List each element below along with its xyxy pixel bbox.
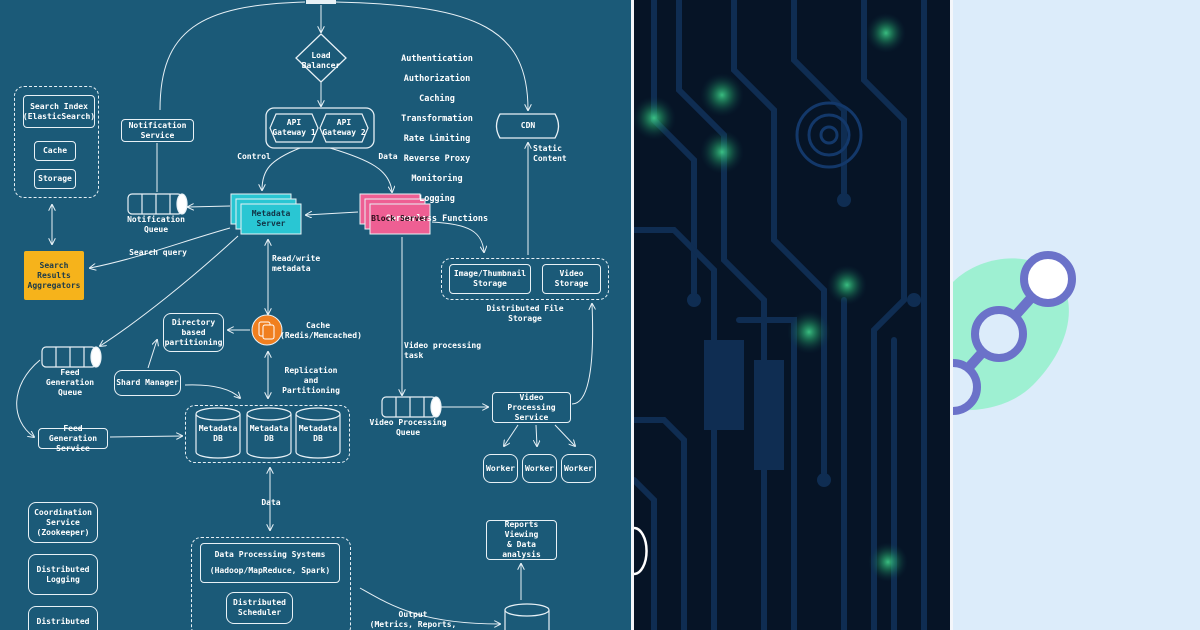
- storage-box[interactable]: Storage: [34, 169, 76, 189]
- worker-label: Worker: [486, 463, 515, 473]
- graph-nodes-icon: [953, 251, 1076, 415]
- image-storage-label: Image/Thumbnail Storage: [453, 269, 527, 288]
- search-aggregators-label: Search Results Aggregators: [27, 260, 81, 290]
- search-index-box[interactable]: Search Index (ElasticSearch): [23, 95, 95, 128]
- data-processing-systems-label: Data Processing Systems: [214, 550, 326, 559]
- control-label: Control: [237, 152, 271, 161]
- cache-redis-label: Cache (Redis/Memcached): [280, 321, 362, 340]
- reports-viewing-label: Reports Viewing & Data analysis: [502, 520, 541, 559]
- block-server-label: Block Server: [371, 214, 429, 223]
- metadata-server-label: Metadata Server: [251, 209, 291, 228]
- data-processing-systems-box[interactable]: Data Processing Systems (Hadoop/MapReduc…: [200, 543, 340, 583]
- video-storage-box[interactable]: Video Storage: [542, 264, 601, 294]
- distributed-file-storage-label: Distributed File Storage: [486, 304, 564, 323]
- video-processing-service-label: Video Processing Service: [507, 392, 556, 422]
- api-gateway-1-label: API Gateway 1: [272, 118, 316, 137]
- feature-item: Authorization: [403, 74, 471, 84]
- distributed-label: Distributed: [36, 617, 90, 626]
- notification-queue-shape: [127, 193, 188, 215]
- metadata-db-cylinders: [195, 407, 550, 630]
- search-cluster-container: [14, 86, 99, 198]
- directory-partitioning-label: Directory based partitioning: [164, 317, 223, 347]
- video-processing-queue-label: Video Processing Queue: [369, 418, 447, 437]
- shard-manager-label: Shard Manager: [116, 378, 179, 387]
- worker-label: Worker: [564, 463, 593, 473]
- replication-label: Replication and Partitioning: [282, 366, 340, 395]
- feed-generation-queue-label: Feed Generation Queue: [45, 368, 95, 397]
- search-query-label: Search query: [129, 248, 187, 257]
- search-index-label: Search Index (ElasticSearch): [22, 101, 96, 121]
- metadata-db-container: [185, 405, 350, 463]
- video-processing-queue-shape: [381, 396, 442, 418]
- static-content-label: Static Content: [533, 144, 567, 163]
- data-mid-label: Data: [261, 498, 281, 507]
- distributed-logging-label: Distributed Logging: [36, 564, 90, 584]
- block-server-stack: [359, 193, 431, 235]
- feed-generation-queue-shape: [41, 346, 102, 368]
- shard-manager-box[interactable]: Shard Manager: [114, 370, 181, 396]
- distributed-logging-box[interactable]: Distributed Logging: [28, 554, 98, 595]
- cache-box[interactable]: Cache: [34, 141, 76, 161]
- cdn-label: CDN: [520, 121, 536, 130]
- search-aggregators-box[interactable]: Search Results Aggregators: [24, 251, 84, 300]
- feature-item: Logging: [419, 194, 455, 204]
- video-processing-service-box[interactable]: Video Processing Service: [492, 392, 571, 423]
- image-storage-box[interactable]: Image/Thumbnail Storage: [449, 264, 531, 294]
- feed-generation-service-box[interactable]: Feed Generation Service: [38, 424, 108, 453]
- feature-item: Transformation: [401, 114, 473, 124]
- feature-item: Reverse Proxy: [403, 154, 471, 164]
- panel-divider: [950, 0, 953, 630]
- distributed-scheduler-box[interactable]: Distributed Scheduler: [226, 592, 293, 624]
- feature-item: Authentication: [401, 54, 473, 64]
- directory-partitioning-box[interactable]: Directory based partitioning: [163, 313, 224, 352]
- data-top-label: Data: [378, 152, 398, 161]
- circuit-traces: [634, 0, 950, 630]
- system-design-diagram: Notification Service Search Index (Elast…: [0, 0, 632, 630]
- feature-item: Monitoring: [411, 174, 463, 184]
- notification-service-label: Notification Service: [128, 120, 187, 140]
- feed-generation-service-label: Feed Generation Service: [48, 423, 98, 453]
- notification-queue-label: Notification Queue: [127, 215, 185, 234]
- metadata-db-label: Metadata DB: [249, 424, 289, 443]
- data-processing-container: [191, 537, 351, 630]
- worker-2-box[interactable]: Worker: [522, 454, 557, 483]
- metadata-db-label: Metadata DB: [298, 424, 338, 443]
- load-balancer-shape: [295, 33, 347, 83]
- connector-lines: [16, 0, 632, 630]
- gateway-features-list: Authentication Authorization Caching Tra…: [380, 44, 494, 234]
- worker-1-box[interactable]: Worker: [483, 454, 518, 483]
- cache-label: Cache: [42, 146, 68, 155]
- notification-service-box[interactable]: Notification Service: [121, 119, 194, 142]
- worker-3-box[interactable]: Worker: [561, 454, 596, 483]
- storage-label: Storage: [38, 174, 72, 183]
- worker-label: Worker: [525, 463, 554, 473]
- api-gateway-2-label: API Gateway 2: [322, 118, 366, 137]
- video-storage-label: Video Storage: [554, 269, 589, 288]
- coordination-service-box[interactable]: Coordination Service (Zookeeper): [28, 502, 98, 543]
- feature-item: Rate Limiting: [403, 134, 471, 144]
- distributed-box[interactable]: Distributed: [28, 606, 98, 630]
- distributed-scheduler-label: Distributed Scheduler: [233, 598, 286, 617]
- video-processing-task-label: Video processing task: [404, 341, 482, 360]
- coordination-service-label: Coordination Service (Zookeeper): [34, 507, 92, 537]
- feature-item: Caching: [419, 94, 455, 104]
- metadata-server-stack: [230, 193, 302, 235]
- graph-illustration: [953, 0, 1200, 630]
- read-write-metadata-label: Read/write metadata: [272, 254, 321, 273]
- load-balancer-label: Load Balancer: [301, 51, 341, 70]
- feature-item: Serverless Functions: [385, 214, 489, 224]
- metadata-db-label: Metadata DB: [198, 424, 238, 443]
- hadoop-label: (Hadoop/MapReduce, Spark): [209, 566, 331, 575]
- distributed-file-storage-container: [441, 258, 609, 300]
- circuit-board-image: [634, 0, 950, 630]
- output-label: Output (Metrics, Reports, etc): [369, 610, 457, 629]
- panel-divider: [631, 0, 634, 630]
- reports-viewing-box[interactable]: Reports Viewing & Data analysis: [486, 520, 557, 560]
